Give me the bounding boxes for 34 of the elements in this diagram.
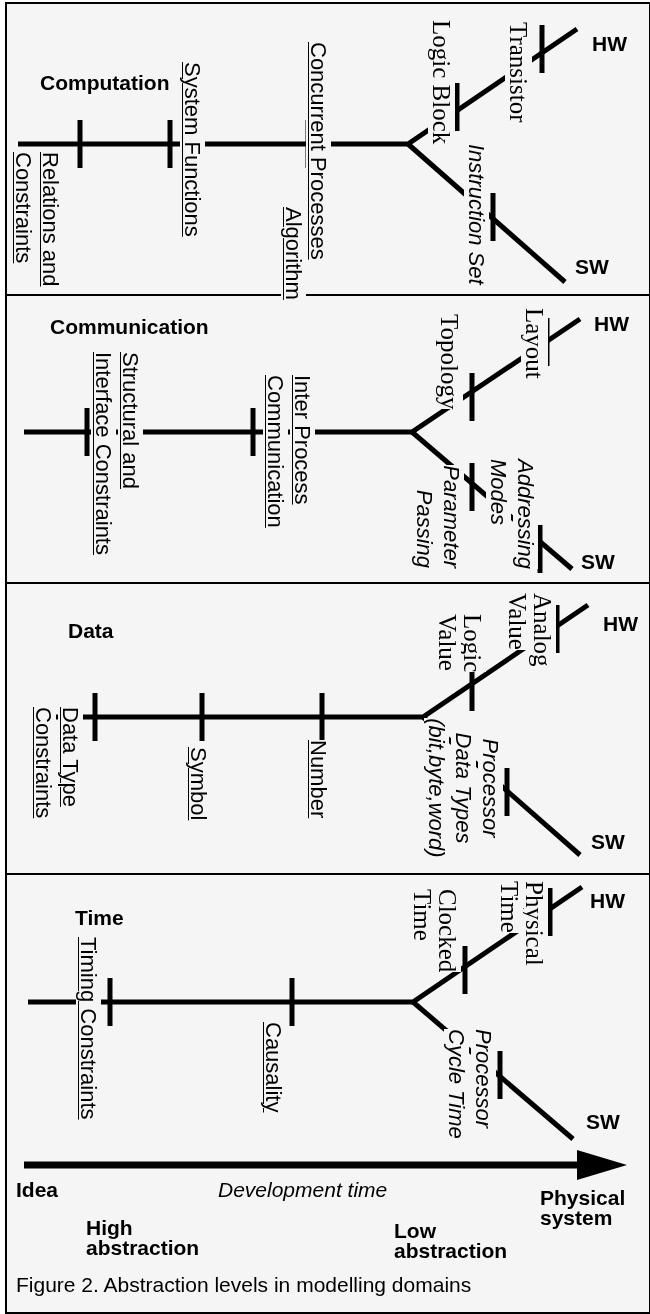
rotated-label: Algorithm bbox=[280, 207, 307, 300]
panel-title: Computation bbox=[40, 70, 170, 96]
rotated-label: Instruction Set bbox=[463, 144, 490, 285]
branch-end-label: HW bbox=[594, 311, 629, 337]
branch-end-label: HW bbox=[590, 888, 625, 914]
rotated-label: Layout bbox=[522, 308, 547, 379]
rotated-label: Logic Block bbox=[429, 20, 454, 145]
rotated-label: Processor Cycle Time bbox=[442, 1029, 497, 1141]
branch-end-label: SW bbox=[575, 254, 609, 280]
axis-label: Physical system bbox=[540, 1188, 627, 1228]
rotated-label: Topology bbox=[437, 314, 462, 410]
rotated-label: System Functions bbox=[179, 62, 206, 237]
figure-caption: Figure 2. Abstraction levels in modelling domains bbox=[16, 1272, 472, 1298]
rotated-label: Data Type Constraints bbox=[29, 707, 84, 821]
panel-title: Time bbox=[75, 905, 124, 931]
branch-end-label: HW bbox=[603, 611, 638, 637]
rotated-label: Parameter Passing bbox=[410, 464, 465, 568]
axis-label: Idea bbox=[16, 1180, 60, 1200]
panel-title: Data bbox=[68, 618, 114, 644]
rotated-label: Structural and Interface Constraints bbox=[89, 352, 144, 557]
rotated-label: Transistor bbox=[506, 22, 531, 123]
axis-label: Low abstraction bbox=[394, 1221, 504, 1261]
rotated-label: Processor Data Types (bit,byte,word) bbox=[422, 717, 504, 860]
branch-end-label: SW bbox=[591, 829, 625, 855]
branch-end-label: SW bbox=[586, 1109, 620, 1135]
panel-title: Communication bbox=[50, 314, 209, 340]
axis-label: High abstraction bbox=[86, 1218, 196, 1258]
rotated-label: Inter Process Communication bbox=[261, 375, 316, 530]
axis-label: Development time bbox=[218, 1180, 388, 1200]
branch-end-label: SW bbox=[581, 549, 615, 575]
rotated-label: Timing Constraints bbox=[75, 937, 102, 1120]
rotated-label: Addressing Modes bbox=[484, 459, 539, 572]
rotated-label: Concurrent Processes bbox=[305, 42, 332, 260]
branch-end-label: HW bbox=[592, 31, 627, 57]
